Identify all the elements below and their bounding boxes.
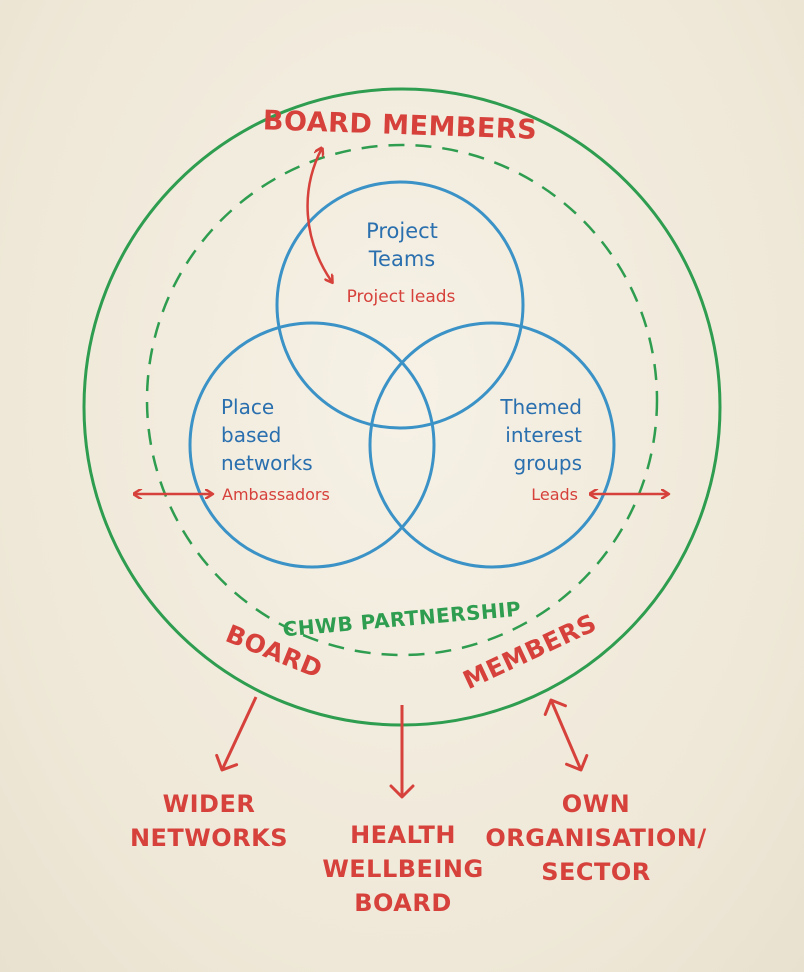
themed-interest-title-line3: groups [513, 451, 582, 475]
board-to-project-leads-arrow [306, 148, 332, 282]
place-based-title-line3: networks [221, 451, 313, 475]
project-teams-title-line1: Project [366, 219, 438, 243]
chwb-partnership-label: CHWB PARTNERSHIP [282, 597, 522, 642]
arrow-to-wider-networks [215, 696, 258, 772]
board-members-top-label: BOARD MEMBERS [262, 105, 537, 146]
leads-label: Leads [531, 485, 578, 504]
own-organisation-line3: SECTOR [541, 858, 651, 886]
health-wellbeing-board-line3: BOARD [354, 889, 452, 917]
inner-dashed-ring [145, 143, 659, 657]
project-teams-title-line2: Teams [368, 247, 435, 271]
venn-circle-top [275, 180, 525, 430]
wider-networks-line2: NETWORKS [130, 824, 288, 852]
health-wellbeing-board-line1: HEALTH [350, 821, 456, 849]
own-organisation-line2: ORGANISATION/ [485, 824, 706, 852]
health-wellbeing-board-line2: WELLBEING [322, 855, 483, 883]
place-based-title-line2: based [221, 423, 281, 447]
place-based-title-line1: Place [221, 395, 274, 419]
ambassadors-label: Ambassadors [222, 485, 330, 504]
venn-circle-left [188, 321, 436, 569]
own-organisation-line1: OWN [562, 790, 630, 818]
wider-networks-line1: WIDER [163, 790, 256, 818]
arrow-to-own-organisation [543, 698, 589, 772]
themed-interest-title-line2: interest [505, 423, 582, 447]
venn-circle-right [368, 321, 616, 569]
project-leads-label: Project leads [347, 287, 456, 307]
themed-interest-title-line1: Themed [499, 395, 582, 419]
